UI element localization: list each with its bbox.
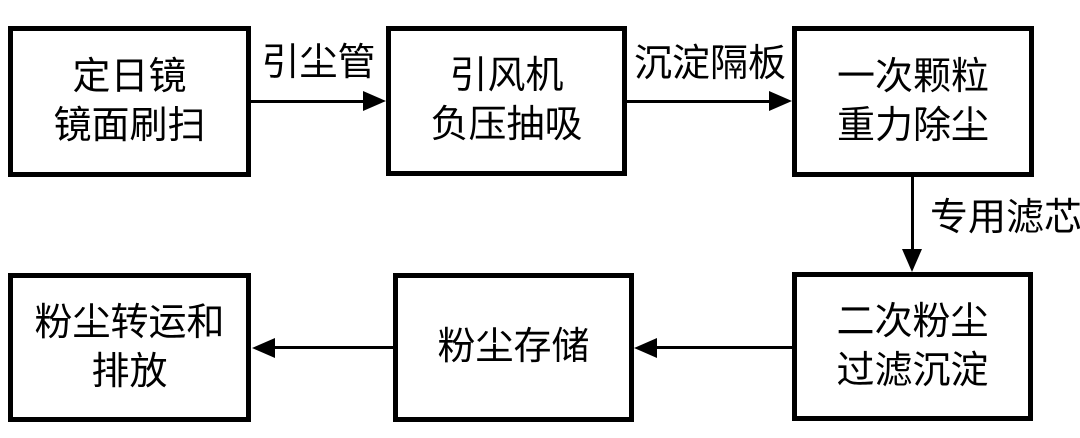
node-label-line: 引风机 — [449, 55, 564, 98]
node-label-line: 一次颗粒 — [836, 55, 989, 98]
node-label-line: 镜面刷扫 — [53, 104, 206, 147]
node-fan-negative-pressure-suction: 引风机 负压抽吸 — [386, 26, 627, 176]
node-secondary-dust-filtration-settling: 二次粉尘 过滤沉淀 — [792, 272, 1033, 421]
arrow-right-shaft — [627, 100, 771, 103]
node-dust-storage: 粉尘存储 — [393, 273, 634, 422]
edge-label-special-filter-cartridge: 专用滤芯 — [930, 197, 1080, 239]
node-label-line: 粉尘存储 — [437, 326, 590, 369]
node-label-line: 重力除尘 — [836, 104, 989, 147]
arrow-left-icon — [634, 338, 657, 358]
arrow-right-icon — [363, 91, 386, 111]
arrow-left-shaft — [655, 346, 792, 349]
node-primary-particle-gravity-dedusting: 一次颗粒 重力除尘 — [792, 26, 1034, 177]
edge-label-settling-baffle: 沉淀隔板 — [633, 43, 786, 85]
node-label-line: 粉尘转运和 — [34, 301, 225, 344]
arrow-down-shaft — [911, 177, 914, 251]
node-label-line: 排放 — [91, 350, 168, 393]
edge-label-dust-induction-pipe: 引尘管 — [261, 42, 376, 84]
arrow-left-shaft — [273, 346, 393, 349]
node-heliostat-mirror-sweeping: 定日镜 镜面刷扫 — [8, 26, 251, 177]
node-label-line: 定日镜 — [72, 55, 187, 98]
node-label-line: 负压抽吸 — [430, 104, 583, 146]
arrow-right-shaft — [251, 100, 366, 103]
node-dust-transfer-and-discharge: 粉尘转运和 排放 — [8, 273, 251, 422]
arrow-down-icon — [902, 249, 922, 272]
arrow-left-icon — [252, 338, 275, 358]
node-label-line: 过滤沉淀 — [836, 349, 989, 392]
arrow-right-icon — [769, 91, 792, 111]
node-label-line: 二次粉尘 — [836, 300, 989, 343]
